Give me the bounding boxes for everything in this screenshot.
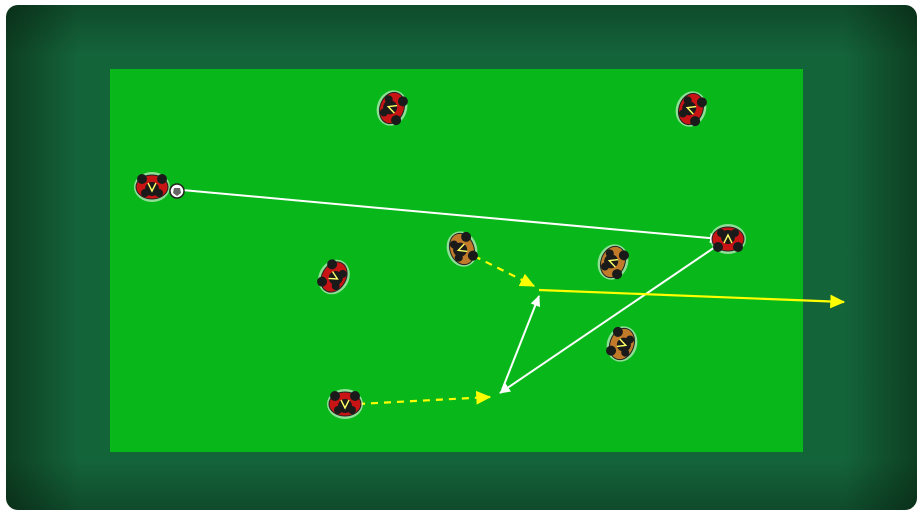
ball: [170, 184, 184, 198]
player-red-bottom-left: [327, 389, 363, 419]
player-red-right-target: [710, 224, 746, 254]
player-red-left-ball: [134, 172, 170, 202]
drill-diagram: [6, 5, 917, 510]
drill-canvas: [6, 5, 917, 510]
